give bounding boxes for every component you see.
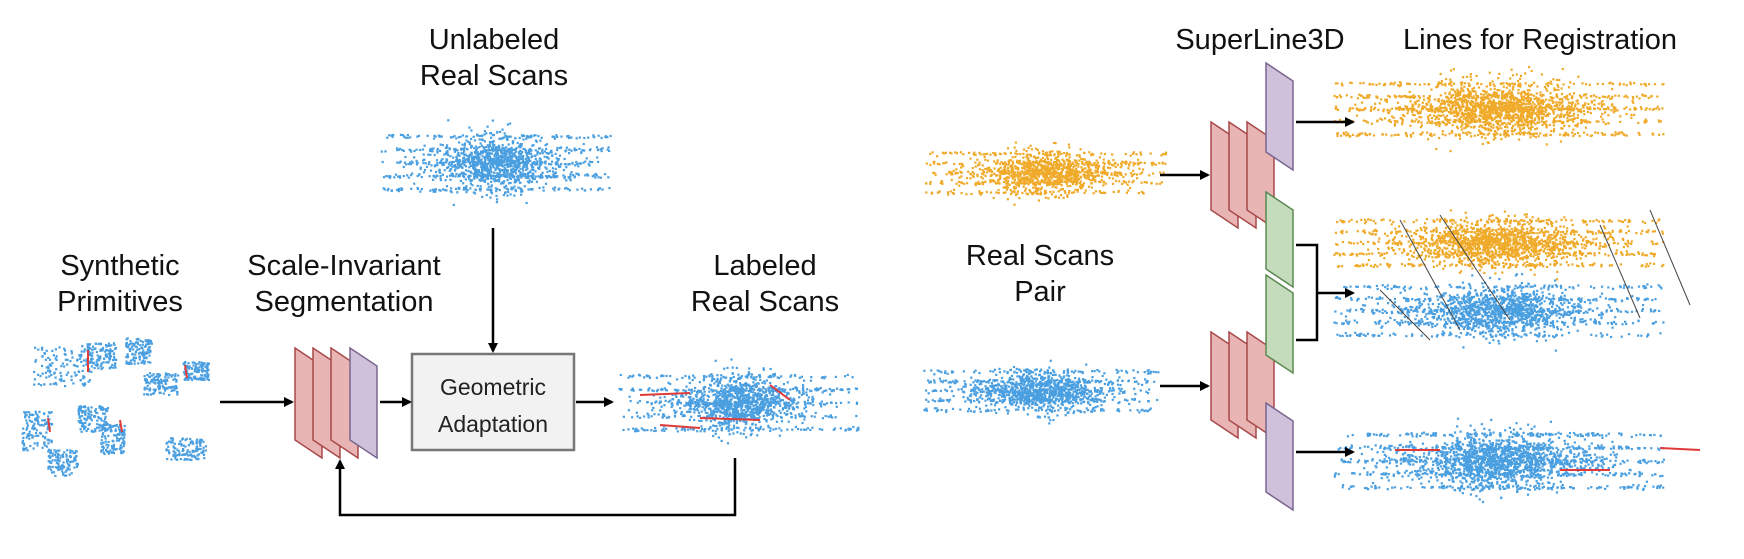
segmentation-network [295, 348, 377, 458]
pair-title: Real Scans Pair [940, 238, 1140, 310]
feedback-loop-arrow [340, 458, 735, 515]
labeled-title-line1: Labeled [660, 248, 870, 284]
unlabeled-scan-cloud [381, 119, 612, 206]
superline3d-network [1211, 63, 1293, 510]
labeled-scan-cloud [619, 358, 860, 444]
pair-orange-scan-cloud [925, 141, 1167, 205]
labeled-title: Labeled Real Scans [660, 248, 870, 320]
synthetic-title-line1: Synthetic [20, 248, 220, 284]
synthetic-title: Synthetic Primitives [20, 248, 220, 320]
registration-bottom-cloud [1334, 418, 1700, 504]
bracket-matching [1296, 245, 1317, 340]
synthetic-primitives-cloud [21, 337, 210, 477]
bottom-green-layer [1266, 275, 1293, 373]
pair-title-line2: Pair [940, 274, 1140, 310]
segmentation-title-line1: Scale-Invariant [224, 248, 464, 284]
pair-blue-scan-cloud [923, 360, 1159, 425]
synthetic-title-line2: Primitives [20, 284, 220, 320]
registration-merged-cloud [1333, 209, 1690, 351]
registration-title: Lines for Registration [1380, 22, 1700, 58]
pair-title-line1: Real Scans [940, 238, 1140, 274]
top-purple-layer [1266, 63, 1293, 170]
top-green-layer [1266, 192, 1293, 287]
registration-title-text: Lines for Registration [1380, 22, 1700, 58]
labeled-title-line2: Real Scans [660, 284, 870, 320]
segmentation-title: Scale-Invariant Segmentation [224, 248, 464, 320]
superline-title: SuperLine3D [1160, 22, 1360, 58]
seg-layer-4 [350, 348, 377, 458]
unlabeled-title: Unlabeled Real Scans [389, 22, 599, 94]
box-label-line2: Adaptation [438, 411, 548, 437]
segmentation-title-line2: Segmentation [224, 284, 464, 320]
registration-top-cloud [1333, 66, 1664, 152]
bottom-purple-layer [1266, 403, 1293, 510]
geometric-adaptation-box: Geometric Adaptation [412, 354, 574, 450]
superline-title-text: SuperLine3D [1160, 22, 1360, 58]
box-label-line1: Geometric [440, 374, 546, 400]
unlabeled-title-line1: Unlabeled [389, 22, 599, 58]
unlabeled-title-line2: Real Scans [389, 58, 599, 94]
